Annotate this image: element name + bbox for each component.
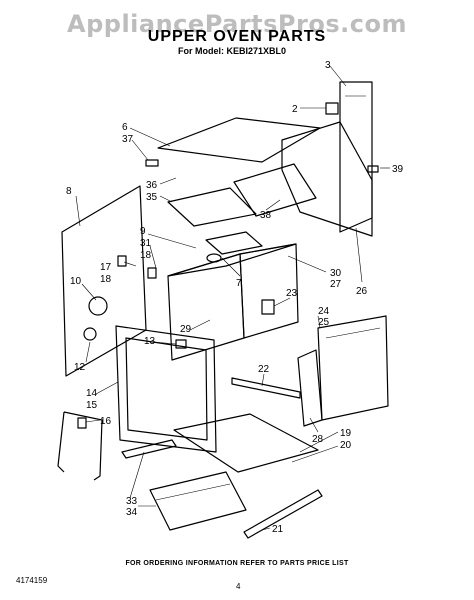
callout-6: 6 [122,122,128,133]
callout-18: 18 [140,250,152,261]
wire-part-39 [367,165,379,173]
front-frame-outer [115,325,217,453]
right-side-panel [281,121,373,237]
relay-part [147,267,157,279]
callout-30: 30 [330,268,342,279]
upper-plate [167,187,257,227]
hinge-part [77,417,87,429]
doc-number: 4174159 [16,576,48,585]
callout-24: 24 [318,306,330,317]
callout-39: 39 [392,164,404,175]
callout-labels: 3 2 39 6 37 36 35 38 8 9 31 18 17 18 10 … [66,60,404,535]
top-panel [157,117,321,163]
callout-10: 10 [70,276,82,287]
callout-14: 14 [86,388,98,399]
callout-9: 9 [140,226,146,237]
front-frame-inner [125,337,208,441]
callout-33: 33 [126,496,138,507]
callout-8: 8 [66,186,72,197]
callout-34: 34 [126,507,138,518]
trim-strip [121,439,177,459]
latch-part [261,299,275,315]
oven-liner-side [239,243,299,339]
watermark: AppliancePartsPros.com [67,10,407,38]
bottom-panel [173,413,319,473]
back-panel [339,81,373,233]
callout-22: 22 [258,364,270,375]
motor-part [88,296,108,316]
callout-17: 17 [100,262,112,273]
callout-12: 12 [74,362,86,373]
top-insulation [233,163,317,217]
callout-15: 15 [86,400,98,411]
callout-27: 27 [330,279,342,290]
page-number: 4 [236,582,241,591]
bracket [325,102,339,115]
switch-part [117,255,127,267]
callout-3: 3 [325,60,331,71]
callout-20: 20 [340,440,352,451]
callout-26: 26 [356,286,368,297]
callout-23: 23 [286,288,298,299]
diagram-title: UPPER OVEN PARTS [147,28,327,45]
lamp-part [83,327,97,341]
lower-rail [231,377,301,399]
callout-7: 7 [236,278,242,289]
vent-bracket [297,349,323,427]
door-gasket [57,411,103,481]
door-panel [317,315,389,421]
callout-21: 21 [272,524,284,535]
callout-29: 29 [180,324,192,335]
callout-35: 35 [146,192,158,203]
cross-bracket [205,231,263,255]
callout-36: 36 [146,180,158,191]
callout-31: 31 [140,238,152,249]
ordering-note: FOR ORDERING INFORMATION REFER TO PARTS … [125,560,349,567]
callout-19: 19 [340,428,352,439]
callout-13: 13 [144,336,156,347]
model-subtitle: For Model: KEBI271XBL0 [178,46,287,56]
callout-28: 28 [312,434,324,445]
oven-liner-top [167,243,297,277]
liner-port [206,253,222,263]
bottom-rail [243,489,323,539]
callout-16: 16 [100,416,112,427]
callout-25: 25 [318,317,330,328]
bottom-bracket [149,471,247,531]
wire-part-37 [145,159,159,167]
callout-38: 38 [260,210,272,221]
callout-37: 37 [122,134,134,145]
callout-2: 2 [292,104,298,115]
callout-18b: 18 [100,274,112,285]
